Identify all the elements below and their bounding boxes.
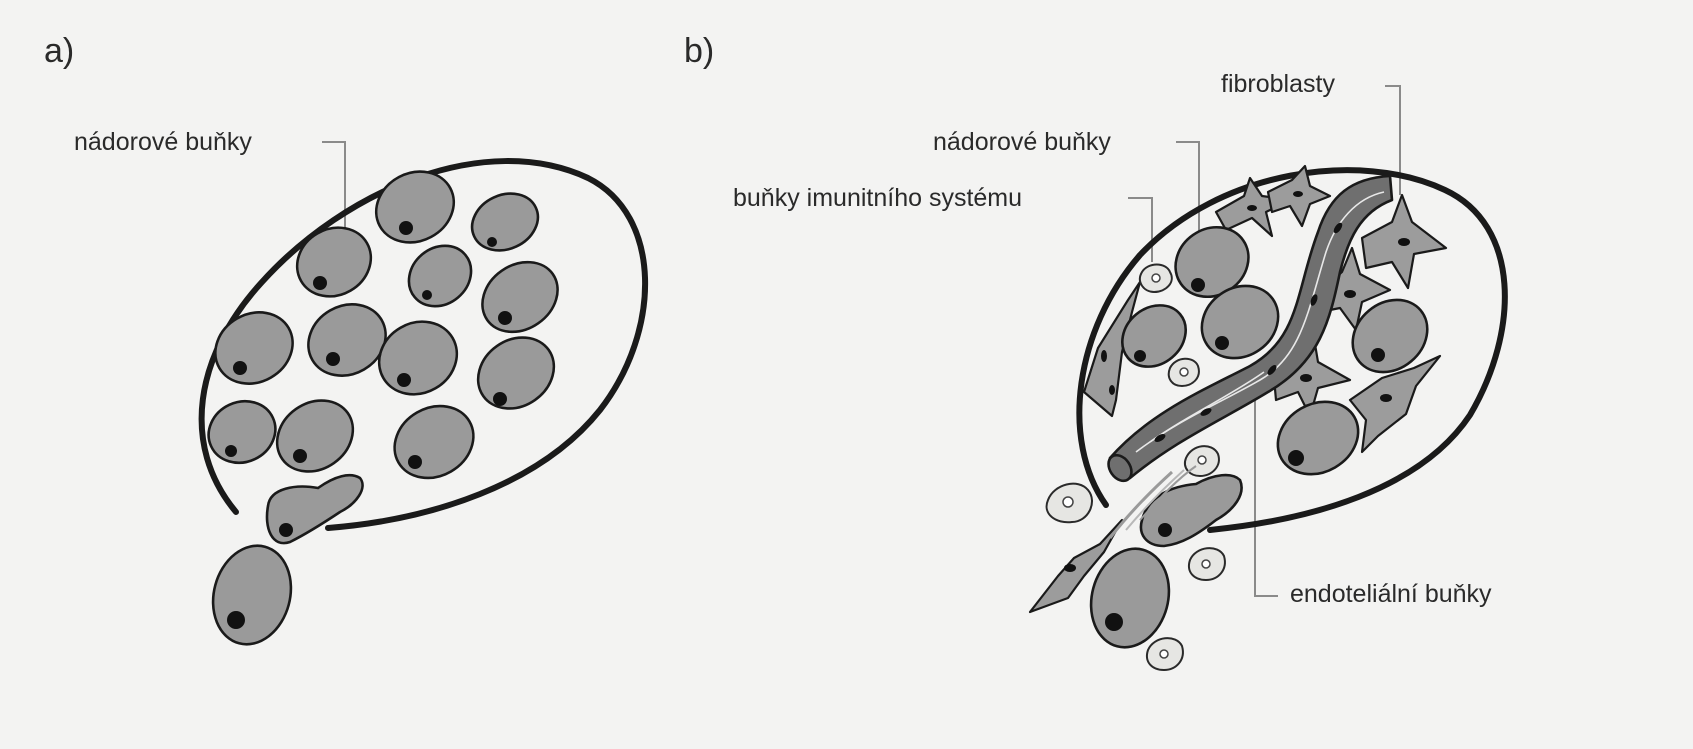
- tumor-cell: [202, 299, 305, 398]
- panel-b-endothelial-cells-label: endoteliální buňky: [1290, 580, 1492, 608]
- fibroblast: [1268, 166, 1330, 226]
- panel-b-tumor-cells-label: nádorové buňky: [933, 128, 1111, 156]
- panel-b-label: b): [684, 32, 714, 70]
- panel-a-tumor-cells: [199, 158, 572, 653]
- tumor-cell: [199, 390, 286, 473]
- panel-b-endothelial-cells-leader: [1255, 395, 1278, 596]
- tumor-cell: [463, 183, 547, 261]
- tumor-cell: [464, 323, 567, 423]
- tumor-cell: [397, 233, 484, 318]
- panel-b: b) fibroblasty nádorové buňky buňky imun…: [684, 32, 1505, 670]
- tumor-cell: [381, 392, 486, 492]
- immune-cell: [1147, 638, 1183, 670]
- vessel-highlight: [1150, 372, 1264, 442]
- tumor-cell: [263, 386, 366, 486]
- tumor-cell: [364, 158, 467, 256]
- tumor-cell-escaped: [202, 537, 301, 653]
- panel-a-tumor-cells-label: nádorové buňky: [74, 128, 252, 156]
- tumor-cell-escaping: [267, 475, 363, 543]
- immune-cell: [1189, 548, 1225, 580]
- immune-cell: [1047, 484, 1092, 523]
- panel-a-label: a): [44, 32, 74, 70]
- panel-b-fibroblasts-label: fibroblasty: [1221, 70, 1335, 98]
- tumor-cell: [285, 214, 384, 309]
- panel-b-immune-cells-label: buňky imunitního systému: [733, 184, 1022, 212]
- immune-cell: [1140, 265, 1172, 293]
- panel-a: a) nádorové buňky: [44, 32, 645, 653]
- tumor-cell: [469, 248, 571, 346]
- immune-cell: [1169, 359, 1199, 386]
